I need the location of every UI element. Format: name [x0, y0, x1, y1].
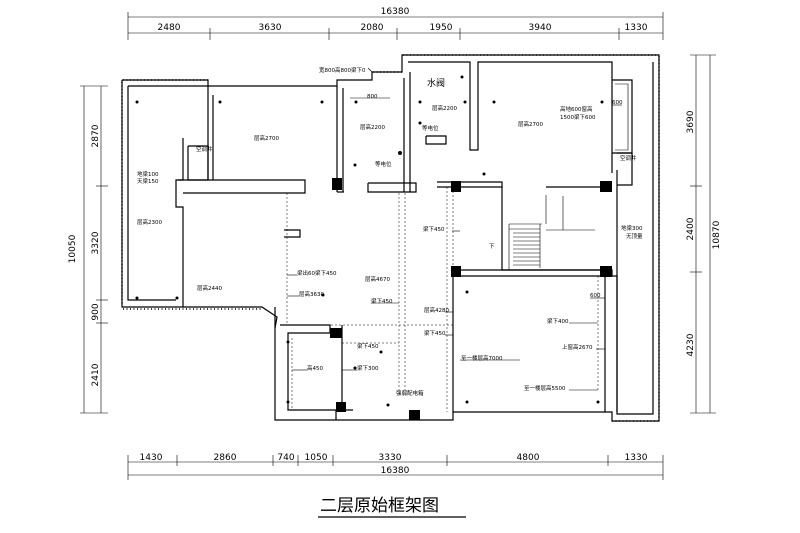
ground-beam-label: 地梁300 [621, 224, 643, 232]
beam-450-c-label: 梁下450 [424, 329, 446, 337]
bottom-dim-seg-1: 1430 [140, 453, 163, 463]
dim-600-a-label: 600 [612, 100, 623, 106]
bottom-dim-seg-6: 4800 [517, 453, 540, 463]
left-dimension-chain: 10050 2870 3320 900 2410 [68, 85, 108, 414]
left-dim-seg-3: 900 [91, 303, 101, 320]
column [332, 178, 342, 190]
column [409, 410, 420, 420]
window-beam-label: 1500梁下600 [560, 113, 596, 121]
ceiling-beam-label: 天梁150 [137, 177, 159, 185]
top-dim-seg-1: 2480 [158, 23, 181, 33]
bottom-dim-total: 16380 [381, 466, 410, 476]
floor-height-2440-label: 层高2440 [197, 284, 222, 292]
staircase [508, 195, 595, 270]
top-dim-seg-3: 2080 [361, 23, 384, 33]
right-dim-seg-2: 2400 [686, 217, 696, 240]
walls [121, 54, 660, 422]
bottom-dim-seg-2: 2860 [214, 453, 237, 463]
bottom-dim-seg-7: 1330 [625, 453, 648, 463]
equip-label-2: 等电位 [375, 160, 392, 168]
ac-shaft-b-label: 空调井 [620, 154, 637, 162]
water-valve-label: 水阀 [427, 77, 445, 89]
left-dim-seg-2: 3320 [91, 231, 101, 254]
drain-points [135, 75, 604, 407]
top-dimension-chain: 16380 2480 3630 2080 1950 3940 1330 [127, 7, 664, 40]
bottom-dim-seg-4: 1050 [305, 453, 328, 463]
dim-600-b-label: 600 [590, 293, 601, 299]
left-dim-seg-1: 2870 [91, 124, 101, 147]
dim-800-label: 800 [367, 94, 378, 100]
beam-450-a-label: 梁下450 [423, 225, 445, 233]
column [451, 266, 461, 277]
right-dim-total: 10870 [712, 220, 722, 249]
ac-shaft-a-label: 空调井 [196, 145, 213, 153]
floor-height-2200-a: 层高2200 [432, 104, 457, 112]
top-dim-seg-2: 3630 [259, 23, 282, 33]
right-dimension-chain: 3690 2400 4230 10870 [686, 54, 722, 414]
floor-beam-label: 地梁100 [137, 170, 159, 178]
top-dim-seg-5: 3940 [529, 23, 552, 33]
window-sill-label: 高地600窗高 [560, 105, 593, 113]
top-window-2670-label: 上窗高2670 [562, 343, 593, 351]
beam-top-label: 宽800高800梁下0 [319, 66, 366, 74]
column [600, 181, 612, 192]
plan-title: 二层原始框架图 [320, 496, 439, 516]
room-labels: 宽800高800梁下0 水阀 800 层高2200 层高2200 层高2700 … [137, 66, 643, 397]
drawing-title: 二层原始框架图 [318, 496, 466, 518]
left-dim-seg-4: 2410 [91, 363, 101, 386]
to-first-7000-label: 至一楼层高7000 [461, 354, 503, 362]
height-450-label: 高450 [307, 364, 323, 372]
column [600, 266, 612, 277]
leader-lines [287, 67, 622, 391]
floor-height-3630-label: 层高3630 [299, 290, 324, 298]
bottom-dim-seg-3: 740 [277, 453, 294, 463]
floor-height-2700-b: 层高2700 [518, 120, 543, 128]
beam-lines [286, 187, 599, 412]
beam-out-label: 梁出60梁下450 [297, 269, 337, 277]
no-top-beam-label: 无顶量 [626, 233, 643, 240]
beam-450-b-label: 梁下450 [371, 297, 393, 305]
column [330, 328, 342, 338]
right-dim-seg-1: 3690 [686, 110, 696, 133]
beam-400-label: 梁下400 [547, 317, 569, 325]
left-dim-total: 10050 [68, 234, 78, 263]
floor-height-4670-label: 层高4670 [365, 275, 390, 283]
column [336, 402, 346, 412]
to-first-5500-label: 至一楼层高5500 [524, 384, 566, 392]
floor-height-2300-label: 层高2300 [137, 218, 162, 226]
window-lines [121, 54, 660, 422]
column [451, 181, 461, 192]
equip-label-1: 等电位 [422, 124, 439, 132]
top-dim-seg-4: 1950 [430, 23, 453, 33]
right-dim-seg-3: 4230 [686, 333, 696, 356]
beam-300-label: 梁下300 [357, 364, 379, 372]
floor-height-2200-b: 层高2200 [360, 123, 385, 131]
bottom-dimension-chain: 1430 2860 740 1050 3330 4800 1330 16380 [127, 453, 664, 480]
floor-height-4280-label: 层高4280 [424, 306, 449, 314]
columns [330, 178, 612, 420]
floor-height-2700-a: 层高2700 [254, 134, 279, 142]
top-dim-total: 16380 [381, 7, 410, 17]
beam-450-d-label: 梁下450 [357, 342, 379, 350]
down-label: 下 [489, 243, 495, 250]
top-dim-seg-6: 1330 [625, 23, 648, 33]
elec-box-label: 强弱配电箱 [396, 389, 424, 397]
bottom-dim-seg-5: 3330 [379, 453, 402, 463]
